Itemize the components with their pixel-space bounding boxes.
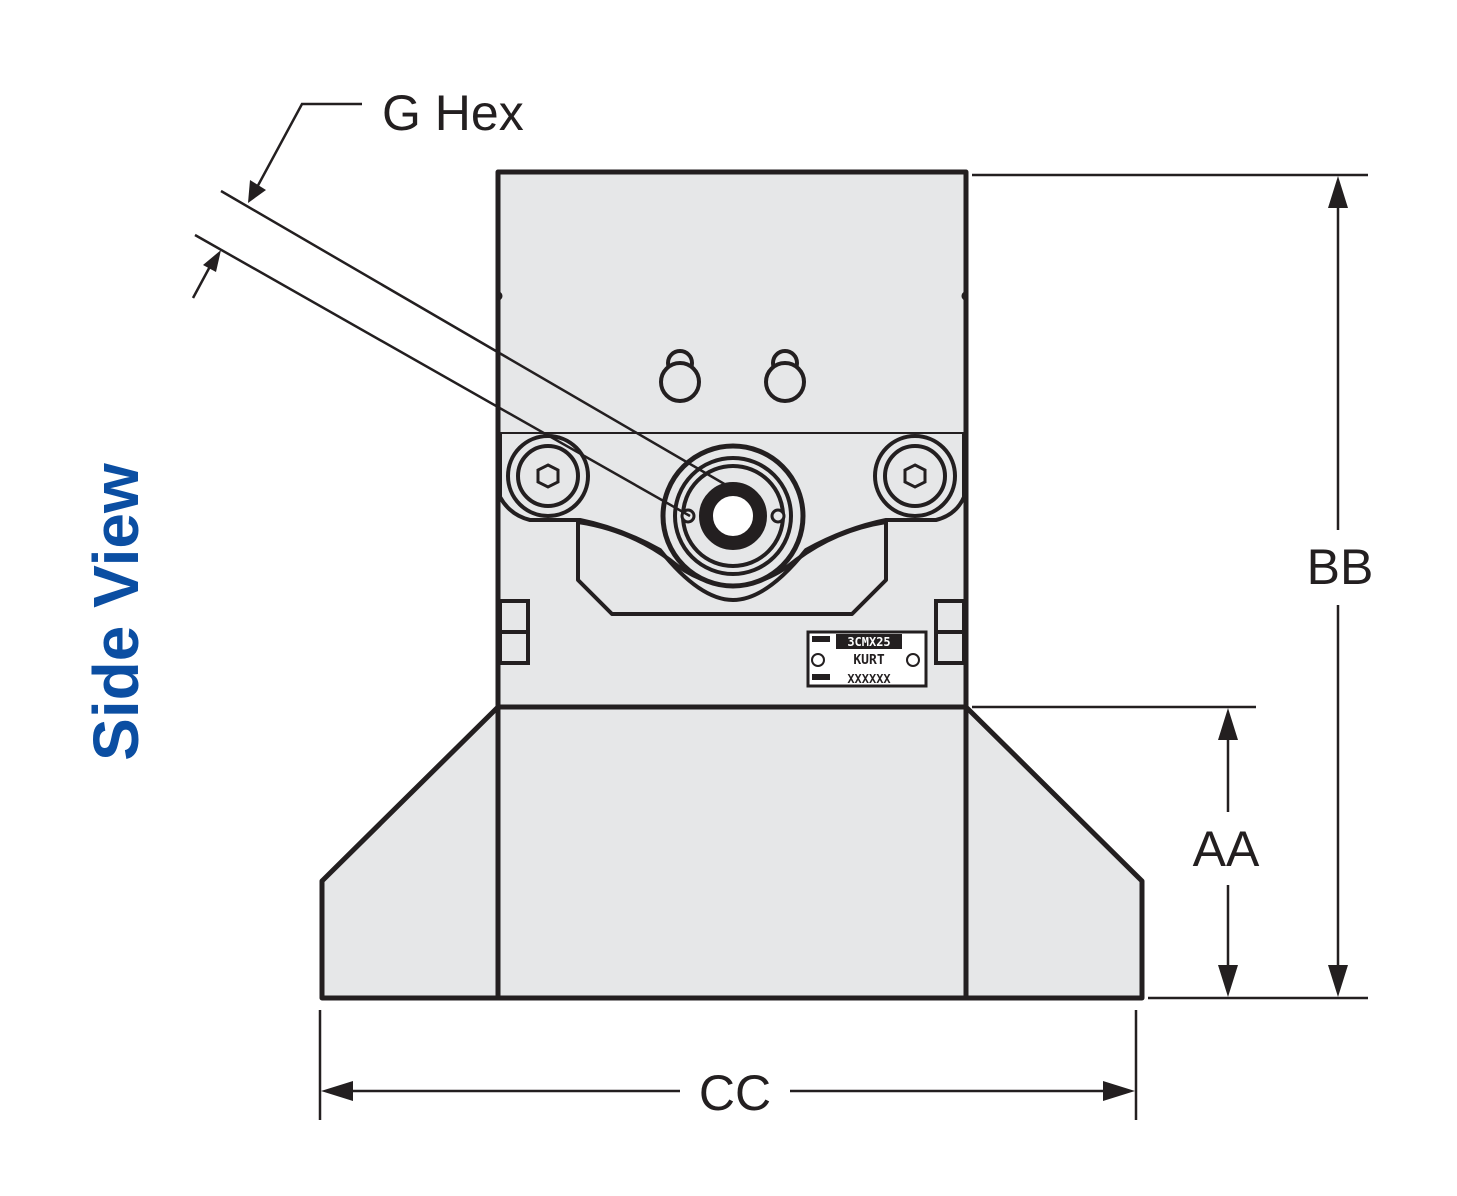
side-slot-left <box>498 599 530 665</box>
hex-drive <box>660 443 806 589</box>
keyhole-left <box>659 349 701 403</box>
left-bolt <box>506 434 590 518</box>
label-bb: BB <box>1307 539 1374 595</box>
nameplate-model: 3CMX25 <box>847 635 890 649</box>
label-aa: AA <box>1193 821 1260 877</box>
right-bolt <box>873 434 957 518</box>
nameplate-brand: KURT <box>853 653 884 668</box>
nameplate-serial: XXXXXX <box>847 672 891 686</box>
label-cc: CC <box>699 1065 771 1121</box>
base-block <box>319 704 1145 1001</box>
side-slot-right <box>934 599 966 665</box>
label-g-hex: G Hex <box>382 85 524 141</box>
keyhole-right <box>764 349 806 403</box>
view-title: Side View <box>80 463 152 761</box>
nameplate: 3CMX25 KURT XXXXXX <box>806 630 928 688</box>
